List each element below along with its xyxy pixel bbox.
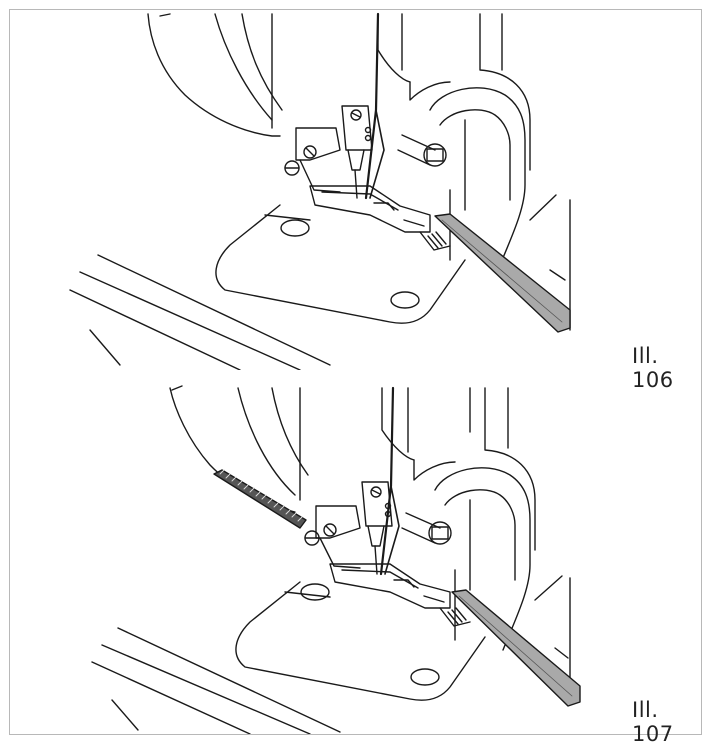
illustration-frame: Ill. 106 (9, 9, 702, 746)
sewing-machine-drawing-107 (91, 385, 581, 734)
illustration-107: Ill. 107 (10, 370, 701, 746)
caption-ill-107: Ill. 107 (632, 698, 674, 746)
illustration-106: Ill. 106 (10, 10, 701, 392)
caption-ill-106: Ill. 106 (632, 344, 674, 392)
sewing-machine-drawing-106 (69, 12, 571, 370)
